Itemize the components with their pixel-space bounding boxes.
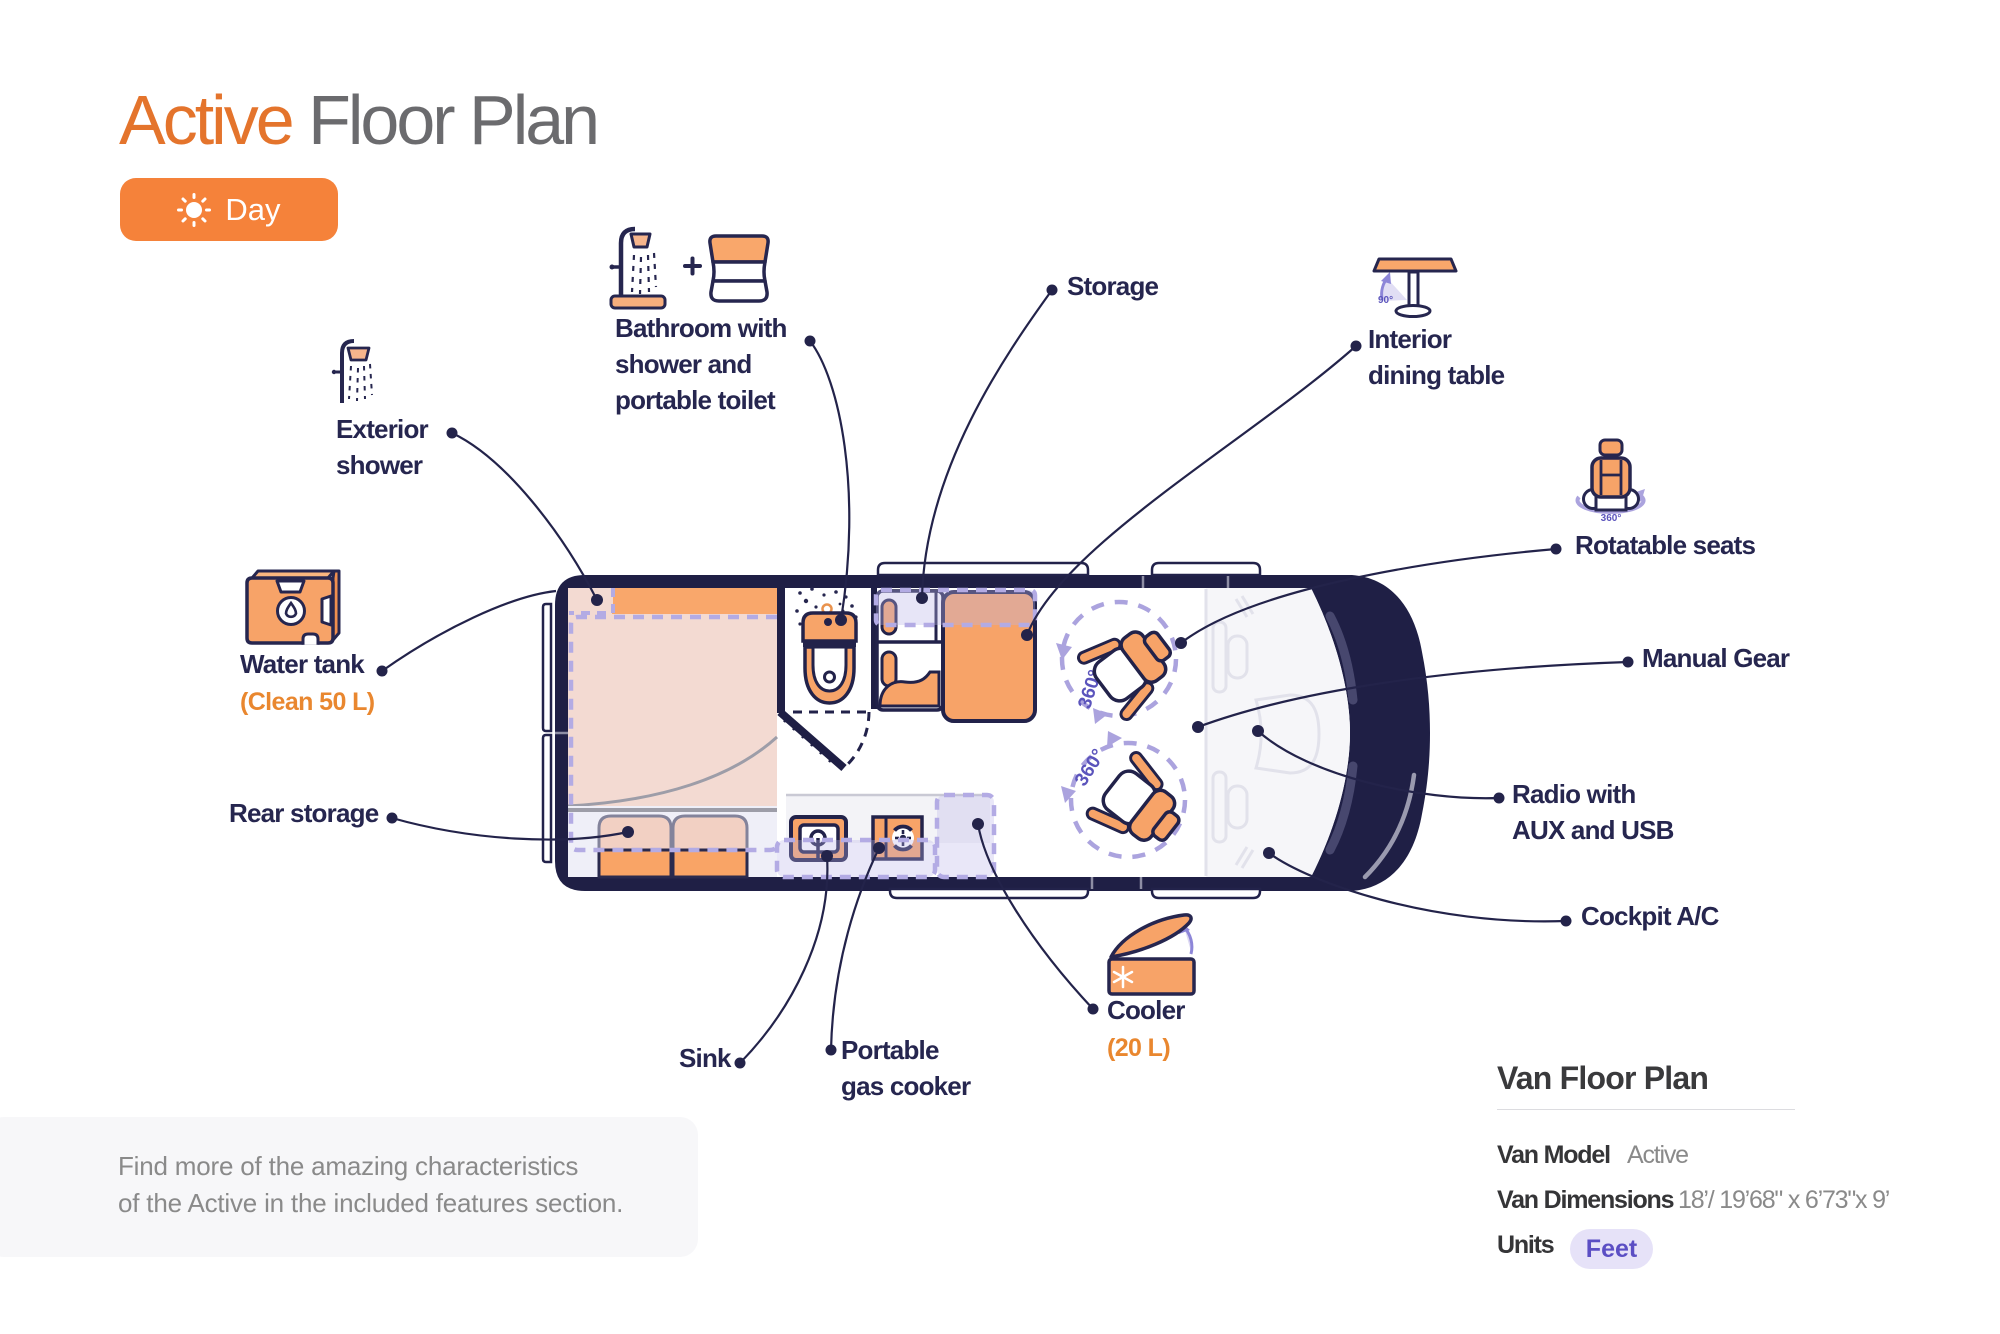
svg-text:360°: 360° — [1601, 513, 1622, 524]
svg-text:90°: 90° — [1378, 295, 1393, 306]
